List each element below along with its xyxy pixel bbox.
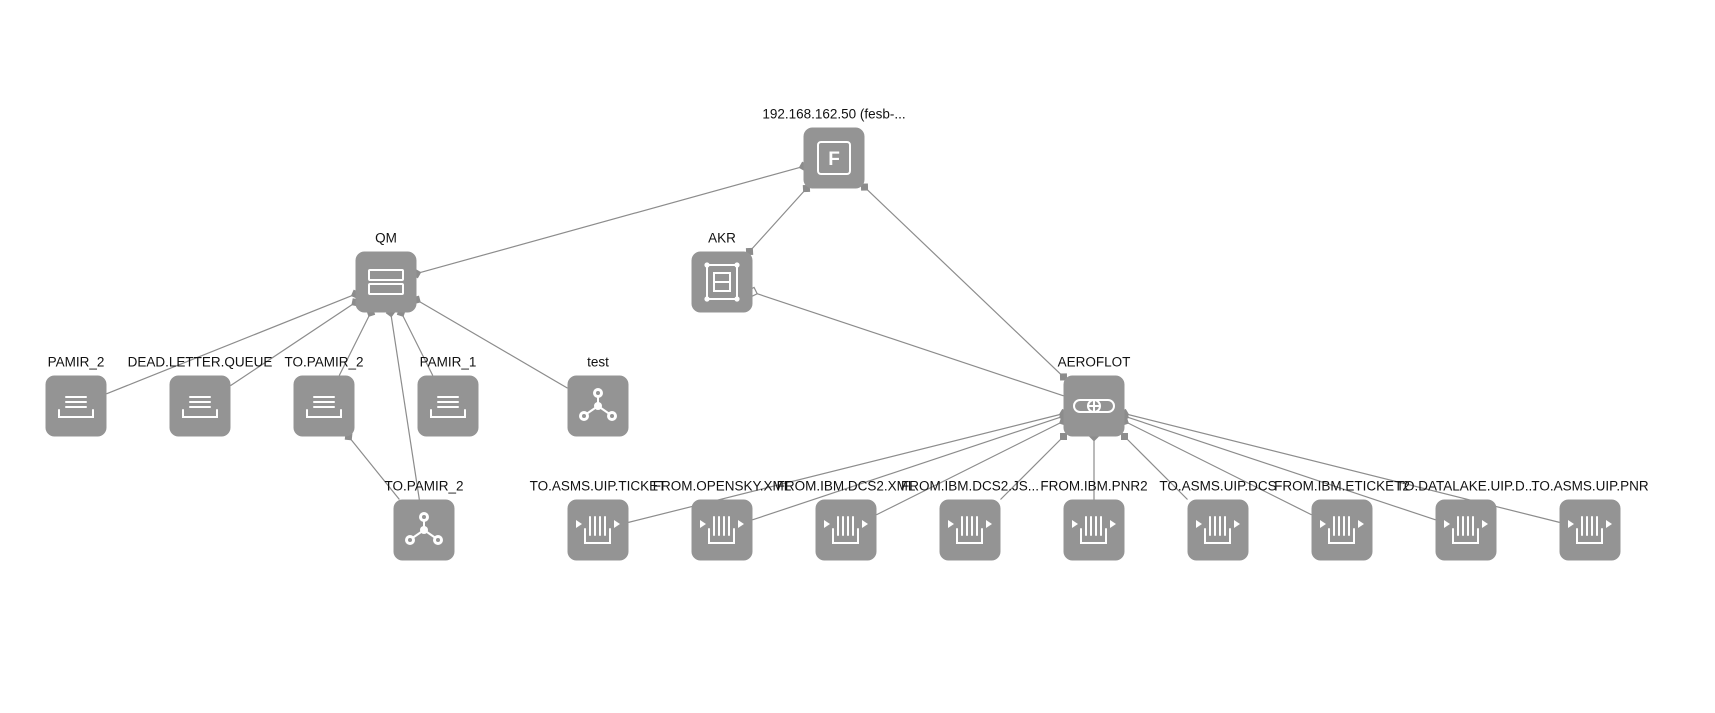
node-label: QM — [375, 231, 397, 246]
frame-icon — [704, 262, 740, 302]
edge-aeroflot-q6[interactable] — [1124, 436, 1188, 500]
node-label: TO.PAMIR_2 — [284, 355, 363, 370]
f-letter-icon: F — [817, 141, 851, 175]
node-q4[interactable]: FROM.IBM.DCS2.JS... — [901, 479, 1039, 561]
edge-qm-test[interactable] — [416, 299, 568, 389]
queue-list-icon — [306, 396, 342, 418]
edge-aeroflot-q7[interactable] — [1124, 420, 1312, 516]
node-label: AEROFLOT — [1058, 355, 1131, 370]
node-q6[interactable]: TO.ASMS.UIP.DCS — [1159, 479, 1277, 561]
channel-icon — [405, 512, 443, 545]
edge-aeroflot-q2[interactable] — [752, 415, 1064, 521]
queue-io-icon — [576, 516, 620, 544]
node-box[interactable] — [815, 499, 877, 561]
edge-host-aeroflot[interactable] — [864, 186, 1064, 378]
queue-io-icon — [948, 516, 992, 544]
node-box[interactable] — [691, 499, 753, 561]
node-label: TO.ASMS.UIP.TICKET — [530, 479, 667, 494]
node-q5[interactable]: FROM.IBM.PNR2 — [1040, 479, 1148, 561]
edge-marker — [1121, 433, 1128, 440]
queue-io-icon — [1072, 516, 1116, 544]
node-label: FROM.IBM.PNR2 — [1040, 479, 1147, 494]
node-box[interactable] — [1311, 499, 1373, 561]
node-label: PAMIR_1 — [420, 355, 477, 370]
edge-qm-topamir2ch[interactable] — [390, 312, 420, 500]
node-topamir2[interactable]: TO.PAMIR_2 — [284, 355, 364, 437]
node-label: FROM.IBM.DCS2.JS... — [901, 479, 1039, 494]
queue-io-icon — [1320, 516, 1364, 544]
edge-aeroflot-q4[interactable] — [1000, 436, 1064, 500]
node-label: AKR — [708, 231, 736, 246]
node-q2[interactable]: FROM.OPENSKY.XML — [653, 479, 792, 561]
node-box[interactable] — [355, 251, 417, 313]
edges-layer — [106, 161, 1560, 523]
node-host[interactable]: F 192.168.162.50 (fesb-... — [762, 107, 906, 189]
node-label: TO.ASMS.UIP.PNR — [1531, 479, 1649, 494]
node-qm[interactable]: QM — [355, 231, 417, 313]
edge-host-akr[interactable] — [749, 188, 807, 252]
edge-aeroflot-q8[interactable] — [1124, 415, 1436, 521]
node-box[interactable] — [567, 499, 629, 561]
network-hub-icon — [1073, 399, 1115, 413]
svg-text:F: F — [828, 149, 840, 170]
nodes-layer: F 192.168.162.50 (fesb-... QM AKR AEROFLOT PA… — [45, 107, 1649, 561]
queue-io-icon — [1196, 516, 1240, 544]
node-topamir2ch[interactable]: TO.PAMIR_2 — [384, 479, 464, 561]
node-label: TO.ASMS.UIP.DCS — [1159, 479, 1276, 494]
edge-qm-pamir1[interactable] — [400, 312, 434, 376]
node-label: PAMIR_2 — [48, 355, 105, 370]
node-q8[interactable]: TO.DATALAKE.UIP.D... — [1396, 479, 1536, 561]
node-label: FROM.IBM.ETICKET2 — [1274, 479, 1410, 494]
node-aeroflot[interactable]: AEROFLOT — [1058, 355, 1131, 437]
node-test[interactable]: test — [567, 355, 629, 437]
node-box[interactable] — [1559, 499, 1621, 561]
queue-list-icon — [182, 396, 218, 418]
node-box[interactable] — [1435, 499, 1497, 561]
queue-manager-icon — [368, 269, 404, 295]
node-dlq[interactable]: DEAD.LETTER.QUEUE — [128, 355, 273, 437]
edge-qm-dlq[interactable] — [230, 301, 356, 387]
node-box[interactable] — [1063, 499, 1125, 561]
edge-aeroflot-q3[interactable] — [876, 420, 1064, 516]
edge-topamir2-topamir2ch[interactable] — [348, 436, 400, 500]
edge-marker — [1059, 373, 1068, 381]
node-q7[interactable]: FROM.IBM.ETICKET2 — [1274, 479, 1410, 561]
node-akr[interactable]: AKR — [691, 231, 753, 313]
queue-io-icon — [1568, 516, 1612, 544]
edge-marker — [860, 183, 869, 191]
node-label: TO.PAMIR_2 — [384, 479, 463, 494]
node-q9[interactable]: TO.ASMS.UIP.PNR — [1531, 479, 1649, 561]
node-label: 192.168.162.50 (fesb-... — [762, 107, 905, 122]
edge-marker — [1060, 433, 1067, 440]
edge-host-qm[interactable] — [416, 165, 804, 275]
channel-icon — [579, 388, 617, 421]
node-box[interactable] — [1187, 499, 1249, 561]
node-label: FROM.OPENSKY.XML — [653, 479, 792, 494]
queue-list-icon — [430, 396, 466, 418]
queue-io-icon — [824, 516, 868, 544]
node-label: FROM.IBM.DCS2.XML — [777, 479, 916, 494]
node-q3[interactable]: FROM.IBM.DCS2.XML — [777, 479, 916, 561]
node-pamir1[interactable]: PAMIR_1 — [417, 355, 479, 437]
edge-akr-aeroflot[interactable] — [752, 291, 1064, 397]
edge-qm-pamir2[interactable] — [106, 293, 356, 395]
queue-io-icon — [700, 516, 744, 544]
node-q1[interactable]: TO.ASMS.UIP.TICKET — [530, 479, 667, 561]
edge-qm-topamir2[interactable] — [338, 312, 372, 376]
queue-io-icon — [1444, 516, 1488, 544]
queue-list-icon — [58, 396, 94, 418]
node-label: test — [587, 355, 609, 370]
node-label: TO.DATALAKE.UIP.D... — [1396, 479, 1536, 494]
node-box[interactable] — [939, 499, 1001, 561]
node-pamir2[interactable]: PAMIR_2 — [45, 355, 107, 437]
node-label: DEAD.LETTER.QUEUE — [128, 355, 273, 370]
